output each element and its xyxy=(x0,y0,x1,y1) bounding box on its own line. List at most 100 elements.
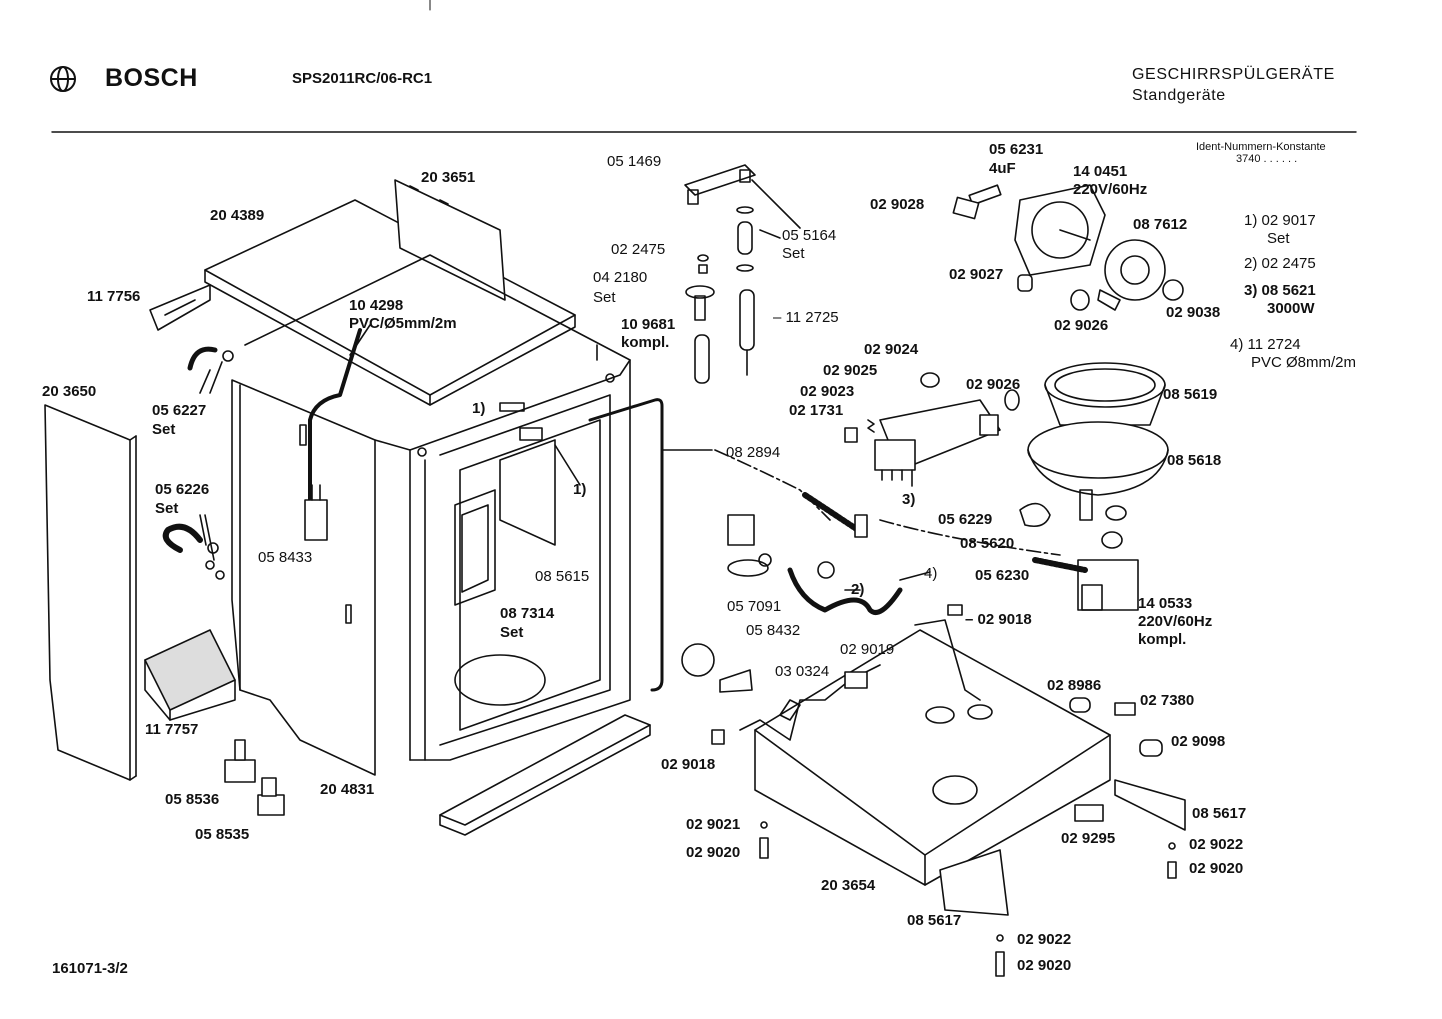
part-label: 4uF xyxy=(989,160,1016,177)
part-label: 05 8433 xyxy=(258,549,313,566)
part-label: 05 6231 xyxy=(989,141,1044,158)
pump-140533 xyxy=(1032,557,1139,611)
part-label: Set xyxy=(155,500,179,517)
part-label: 02 1731 xyxy=(789,402,844,419)
part-label: 1) xyxy=(472,400,486,417)
part-label: 02 2475 xyxy=(611,241,666,258)
part-label: 02 9023 xyxy=(800,383,855,400)
ident-value: 3740 . . . . . . xyxy=(1236,153,1298,165)
part-label: 05 6227 xyxy=(152,402,207,419)
top-cover xyxy=(204,199,576,406)
legend-note: Set xyxy=(1267,230,1290,247)
part-label: 05 8536 xyxy=(165,791,220,808)
part-label: 11 7757 xyxy=(145,721,199,738)
valve-057091 xyxy=(727,514,772,577)
subcategory-title: Standgeräte xyxy=(1132,87,1226,104)
part-label: 05 5164 xyxy=(782,227,837,244)
bracket-117756 xyxy=(149,284,211,331)
part-label: 08 5617 xyxy=(1192,805,1247,822)
bosch-armature-logo xyxy=(50,66,76,92)
part-label: 1) xyxy=(573,481,587,498)
rear-panel xyxy=(394,179,506,301)
side-panel-left xyxy=(44,404,137,781)
part-label: – 02 9018 xyxy=(965,611,1032,628)
kick-plate xyxy=(439,714,651,836)
part-label: 02 9020 xyxy=(686,844,741,861)
part-label: 02 9295 xyxy=(1061,830,1116,847)
part-label: 05 7091 xyxy=(727,598,782,615)
legend-item: 1) 02 9017 xyxy=(1244,212,1316,229)
category-title: GESCHIRRSPÜLGERÄTE xyxy=(1132,66,1335,83)
part-label: 03 0324 xyxy=(775,663,830,680)
cabinet-frame xyxy=(244,254,631,761)
legend-item: 4) 11 2724 xyxy=(1230,336,1301,353)
part-label: 05 1469 xyxy=(607,153,662,170)
part-label: 14 0533 xyxy=(1138,595,1193,612)
part-label: 08 5620 xyxy=(960,535,1015,552)
part-label: Set xyxy=(782,245,805,262)
part-label: 05 6230 xyxy=(975,567,1030,584)
part-label: 02 9024 xyxy=(864,341,919,358)
legend-note: 3000W xyxy=(1267,300,1315,317)
part-label: 02 9021 xyxy=(686,816,741,833)
pump-housing-087612 xyxy=(1070,239,1184,311)
part-label: 4) xyxy=(924,565,938,582)
part-label: 05 6226 xyxy=(155,481,210,498)
part-label: 11 7756 xyxy=(87,288,141,305)
part-label: 08 7314 xyxy=(500,605,555,622)
part-label: PVC/Ø5mm/2m xyxy=(349,315,457,332)
part-label: 02 9038 xyxy=(1166,304,1221,321)
part-label: 02 9098 xyxy=(1171,733,1226,750)
part-label: Set xyxy=(152,421,176,438)
part-label: 2) xyxy=(851,581,865,598)
part-label: 05 8432 xyxy=(746,622,801,639)
part-label: 220V/60Hz xyxy=(1073,181,1148,198)
part-label: 02 9020 xyxy=(1017,957,1072,974)
part-label: 02 9028 xyxy=(870,196,925,213)
part-label: Set xyxy=(593,289,616,306)
part-label: 02 9022 xyxy=(1189,836,1244,853)
part-label: 14 0451 xyxy=(1073,163,1128,180)
part-label: 02 9026 xyxy=(966,376,1021,393)
part-label: 02 9019 xyxy=(840,641,895,658)
part-label: 20 3650 xyxy=(42,383,97,400)
part-label: 02 9027 xyxy=(949,266,1004,283)
legend-item: 2) 02 2475 xyxy=(1244,255,1316,272)
brand-name: BOSCH xyxy=(105,64,198,92)
side-panel-right xyxy=(231,379,376,776)
legend-note: PVC Ø8mm/2m xyxy=(1251,354,1357,371)
heater-assembly xyxy=(844,372,1020,487)
part-label: 02 9026 xyxy=(1054,317,1109,334)
part-label: kompl. xyxy=(1138,631,1187,648)
ident-title: Ident-Nummern-Konstante xyxy=(1196,141,1326,153)
sump-assembly xyxy=(1027,362,1169,521)
part-label: 02 9022 xyxy=(1017,931,1072,948)
part-label: 02 9025 xyxy=(823,362,878,379)
part-label: 08 7612 xyxy=(1133,216,1188,233)
model-number: SPS2011RC/06-RC1 xyxy=(292,70,433,87)
part-label: 20 3651 xyxy=(421,169,476,186)
part-label: 08 5619 xyxy=(1163,386,1218,403)
part-label: 02 9018 xyxy=(661,756,716,773)
part-label: 02 9020 xyxy=(1189,860,1244,877)
insulation-block xyxy=(144,629,236,721)
part-label: 3) xyxy=(902,491,916,508)
part-label: 02 8986 xyxy=(1047,677,1102,694)
sheet-number: 161071-3/2 xyxy=(52,960,128,977)
part-label: – 11 2725 xyxy=(773,309,839,326)
part-label: kompl. xyxy=(621,334,670,351)
part-label: 04 2180 xyxy=(593,269,648,286)
handle-051469 xyxy=(684,164,756,205)
part-label: 220V/60Hz xyxy=(1138,613,1213,630)
part-label: 05 8535 xyxy=(195,826,250,843)
part-label: 20 4389 xyxy=(210,207,265,224)
part-label: 02 7380 xyxy=(1140,692,1195,709)
pump-140451 xyxy=(952,184,1106,292)
part-label: 20 4831 xyxy=(320,781,375,798)
part-label: 08 5617 xyxy=(907,912,962,929)
part-label: Set xyxy=(500,624,524,641)
part-label: 05 6229 xyxy=(938,511,993,528)
part-label: 10 9681 xyxy=(621,316,676,333)
filter-frame xyxy=(454,439,556,606)
